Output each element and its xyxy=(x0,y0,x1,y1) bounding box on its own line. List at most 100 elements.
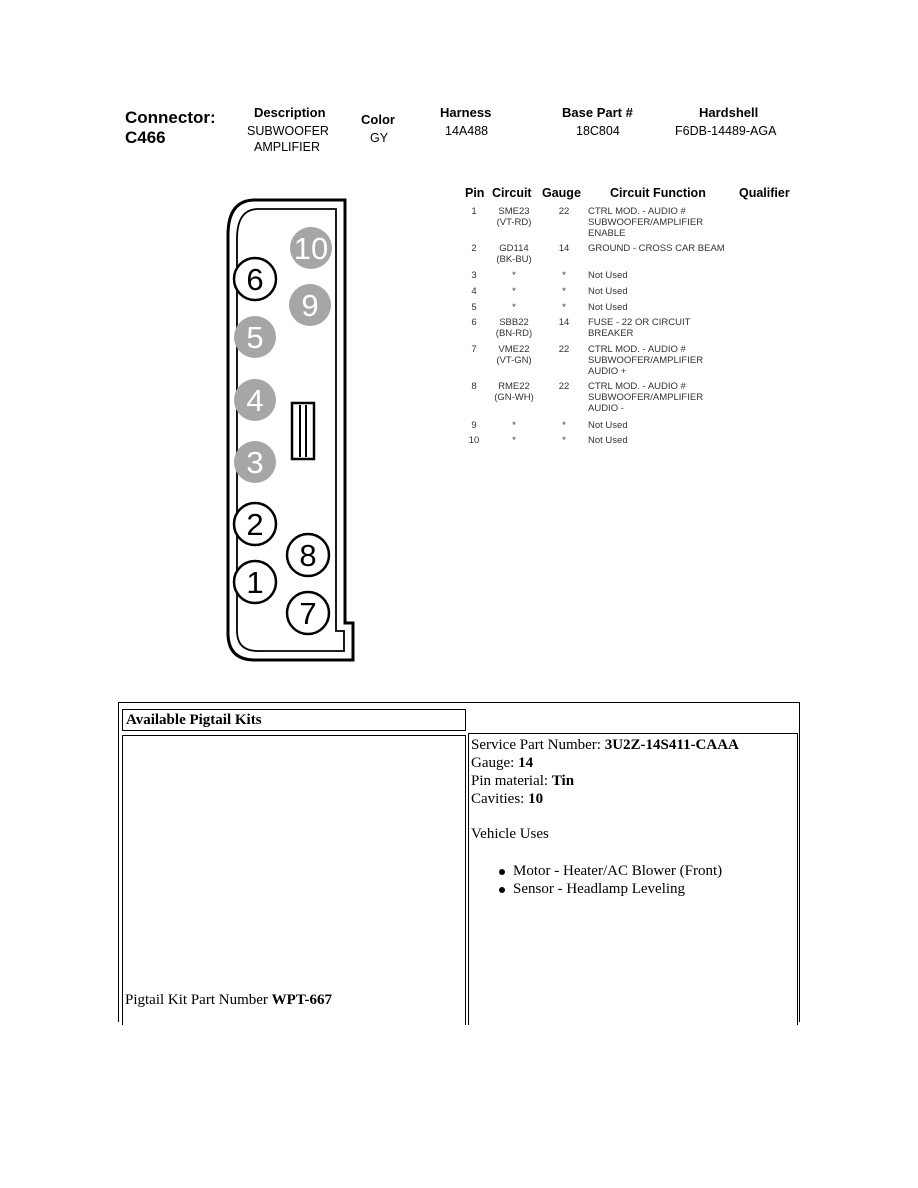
circuit-cell-line: * xyxy=(512,420,516,431)
circuit-cell: SBB22(BN-RD) xyxy=(488,317,540,339)
pin-cavity-6 xyxy=(232,256,278,302)
pin-cavity-1 xyxy=(232,559,278,605)
vehicle-use-item: Sensor - Headlamp Leveling xyxy=(499,880,791,898)
circuit-cell-line: (BN-RD) xyxy=(495,328,533,339)
circuit-cell: RME22(GN-WH) xyxy=(488,381,540,403)
pin-cavity-9 xyxy=(289,284,331,326)
gauge-cell: * xyxy=(550,270,578,281)
gauge-cell: 14 xyxy=(550,243,578,254)
circuit-cell-line: SBB22 xyxy=(499,317,529,328)
circuit-function-cell: Not Used xyxy=(588,302,748,313)
vehicle-uses-list: Motor - Heater/AC Blower (Front) Sensor … xyxy=(499,862,791,898)
gauge-row: Gauge: 14 xyxy=(471,754,791,772)
pin-number-6: 6 xyxy=(246,262,263,297)
pin-number-cell: 1 xyxy=(462,206,486,217)
connector-housing-inner xyxy=(236,208,345,652)
pin-number-cell-line: 5 xyxy=(471,302,477,313)
circuit-function-cell-line: ENABLE xyxy=(588,228,626,239)
pin-number-cell: 6 xyxy=(462,317,486,328)
color-value: GY xyxy=(370,131,389,145)
circuit-function-cell-line: Not Used xyxy=(588,420,628,431)
service-part-number: 3U2Z-14S411-CAAA xyxy=(604,737,739,753)
pin-number-cell: 4 xyxy=(462,286,486,297)
circuit-function-cell-line: SUBWOOFER/AMPLIFIER xyxy=(588,392,704,403)
circuit-function-cell-line: GROUND - CROSS CAR BEAM xyxy=(588,243,725,254)
circuit-function-cell-line: CTRL MOD. - AUDIO # xyxy=(588,206,686,217)
pin-number-7: 7 xyxy=(299,596,316,631)
pin-number-cell: 9 xyxy=(462,420,486,431)
circuit-function-cell-line: FUSE - 22 OR CIRCUIT xyxy=(588,317,691,328)
circuit-cell-line: SME23 xyxy=(498,206,530,217)
pigtail-kit-part: Pigtail Kit Part Number WPT-667 xyxy=(125,992,332,1009)
gauge-value: 14 xyxy=(518,755,534,771)
description-line-1: SUBWOOFER xyxy=(247,124,329,138)
gauge-cell-line: * xyxy=(562,270,566,281)
circuit-cell-line: * xyxy=(512,435,516,446)
pin-number-cell: 10 xyxy=(462,435,486,446)
circuit-function-cell-line: Not Used xyxy=(588,435,628,446)
gauge-cell: * xyxy=(550,302,578,313)
pigtail-kits-frame xyxy=(118,702,800,1022)
pin-cavity-8 xyxy=(285,532,331,578)
pin-cavity-10 xyxy=(290,227,332,269)
pin-number-5: 5 xyxy=(246,320,263,355)
circuit-function-cell-line: SUBWOOFER/AMPLIFIER xyxy=(588,217,704,228)
gauge-cell-line: 14 xyxy=(558,317,570,328)
circuit-function-cell: GROUND - CROSS CAR BEAM xyxy=(588,243,748,254)
pin-cavity-7 xyxy=(285,590,331,636)
pin-material-row: Pin material: Tin xyxy=(471,772,791,790)
harness-header: Harness xyxy=(440,105,492,120)
gauge-cell: * xyxy=(550,286,578,297)
gauge-cell-line: * xyxy=(562,420,566,431)
gauge-cell: 22 xyxy=(550,344,578,355)
pin-number-4: 4 xyxy=(246,383,263,418)
base-part-header: Base Part # xyxy=(562,105,633,120)
pin-number-2: 2 xyxy=(246,507,263,542)
pin-number-cell: 2 xyxy=(462,243,486,254)
pin-header: Pin xyxy=(465,186,485,200)
pin-number-8: 8 xyxy=(299,538,316,573)
circuit-cell-line: RME22 xyxy=(498,381,530,392)
gauge-cell-line: * xyxy=(562,435,566,446)
color-header: Color xyxy=(361,112,395,127)
circuit-cell: * xyxy=(488,435,540,446)
gauge-cell: * xyxy=(550,435,578,446)
pin-number-cell-line: 4 xyxy=(471,286,477,297)
circuit-function-cell-line: SUBWOOFER/AMPLIFIER xyxy=(588,355,704,366)
pin-number-1: 1 xyxy=(246,565,263,600)
gauge-label: Gauge: xyxy=(471,755,519,771)
circuit-function-cell-line: AUDIO + xyxy=(588,366,627,377)
pigtail-kits-header: Available Pigtail Kits xyxy=(122,709,466,731)
pigtail-kit-part-label: Pigtail Kit Part Number xyxy=(125,992,272,1008)
pin-number-10: 10 xyxy=(294,231,328,266)
service-part-row: Service Part Number: 3U2Z-14S411-CAAA xyxy=(471,736,791,754)
gauge-cell-line: 14 xyxy=(558,243,570,254)
circuit-header: Circuit xyxy=(492,186,532,200)
description-line-2: AMPLIFIER xyxy=(254,140,320,154)
pin-number-cell-line: 1 xyxy=(471,206,477,217)
connector-lock-tab xyxy=(290,401,316,461)
circuit-cell: GD114(BK-BU) xyxy=(488,243,540,265)
pin-number-3: 3 xyxy=(246,445,263,480)
circuit-function-cell-line: CTRL MOD. - AUDIO # xyxy=(588,344,686,355)
circuit-cell: SME23(VT-RD) xyxy=(488,206,540,228)
circuit-function-cell-line: AUDIO - xyxy=(588,403,624,414)
description-header: Description xyxy=(254,105,326,120)
cavities-value: 10 xyxy=(528,791,544,807)
pin-number-cell-line: 10 xyxy=(468,435,480,446)
pin-number-cell: 8 xyxy=(462,381,486,392)
gauge-cell-line: 22 xyxy=(558,381,570,392)
service-part-label: Service Part Number: xyxy=(471,737,605,753)
circuit-cell-line: (VT-RD) xyxy=(496,217,532,228)
circuit-cell: * xyxy=(488,302,540,313)
circuit-cell-line: GD114 xyxy=(499,243,529,254)
gauge-cell: * xyxy=(550,420,578,431)
pin-number-cell-line: 3 xyxy=(471,270,477,281)
hardshell-value: F6DB-14489-AGA xyxy=(675,124,777,138)
connector-id: C466 xyxy=(125,128,166,147)
circuit-function-cell-line: Not Used xyxy=(588,286,628,297)
base-part-value: 18C804 xyxy=(576,124,620,138)
